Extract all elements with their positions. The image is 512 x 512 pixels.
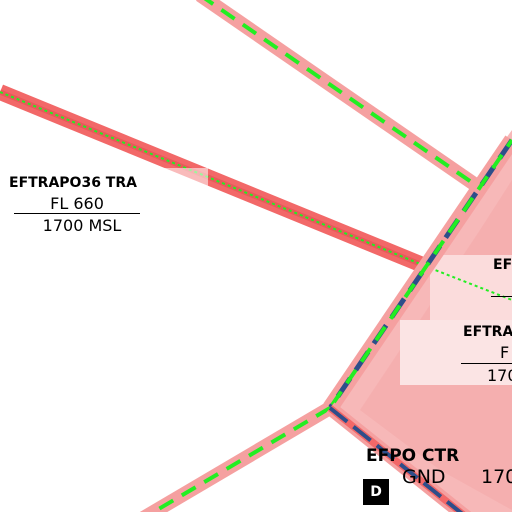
ctr-bottom-red xyxy=(327,405,466,512)
ctr-edge-route xyxy=(328,138,512,410)
airspace-lower-limit: 1700 MSL xyxy=(42,216,122,235)
airspace-lower-limit-clipped: 170 xyxy=(487,366,512,385)
tra-boundary-left-inner xyxy=(0,89,431,271)
tra-boundary-bottom-route xyxy=(149,406,332,512)
airspace-class-d-badge: D xyxy=(363,479,389,505)
airspace-name-label-clipped-2: EFTRA xyxy=(463,324,512,340)
limit-divider-clipped-2 xyxy=(461,363,512,364)
limit-divider xyxy=(14,213,140,214)
label-halo xyxy=(150,168,208,190)
label-halo-zone-2 xyxy=(400,320,512,385)
ctr-lower-limit: GND xyxy=(402,466,446,488)
label-halo-zone xyxy=(430,255,512,320)
limit-divider-clipped xyxy=(491,296,512,297)
airspace-name-label: EFTRAPO36 TRA xyxy=(9,175,137,191)
ctr-upper-limit: 170 xyxy=(481,466,512,488)
airspace-name-label-clipped: EF xyxy=(493,257,512,273)
tra-boundary-top-route xyxy=(203,0,482,190)
ctr-name-label: EFPO CTR xyxy=(366,446,460,466)
airspace-upper-limit: FL 660 xyxy=(50,194,104,213)
tra-boundary-right-dots xyxy=(429,267,512,301)
airspace-upper-limit-clipped: F xyxy=(500,343,510,362)
